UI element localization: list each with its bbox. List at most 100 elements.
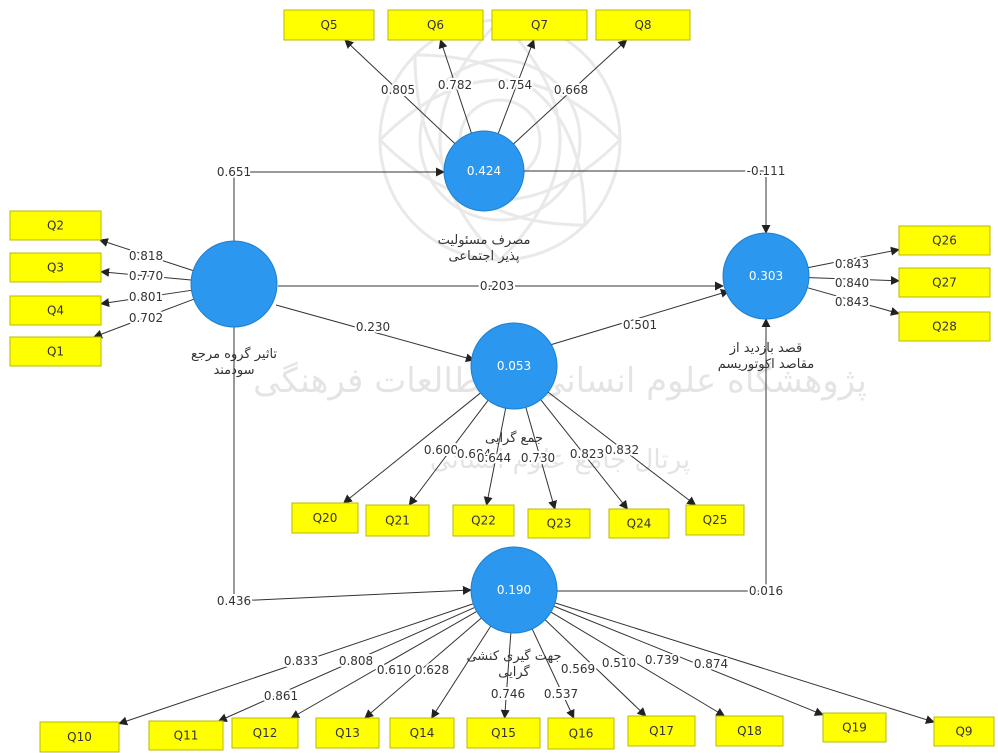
indicator-label: Q13 (335, 726, 360, 740)
loading-weight-q24: 0.823 (570, 447, 604, 461)
path-weight-ref-intent: 0.203 (480, 279, 514, 293)
path-arrow-ref-collect (275, 304, 475, 363)
indicator-q11: Q11 (148, 720, 224, 751)
loading-arrow-q26 (808, 246, 900, 269)
indicator-label: Q5 (320, 18, 337, 32)
indicator-q4: Q4 (9, 295, 102, 326)
construct-label-line: سودمند (213, 363, 254, 378)
path-weight-ref-collect: 0.230 (356, 320, 390, 334)
indicator-q26: Q26 (898, 225, 991, 256)
indicator-box (387, 9, 484, 41)
indicator-q18: Q18 (715, 715, 784, 747)
loading-weight-q8: 0.668 (554, 83, 588, 97)
loading-weight-q25: 0.832 (605, 443, 639, 457)
construct-label-line: مقاصد اکوتوریسم (718, 357, 815, 372)
indicator-box (608, 508, 670, 539)
indicator-q5: Q5 (283, 9, 375, 41)
indicator-box (283, 9, 375, 41)
loading-weight-q9: 0.874 (694, 657, 728, 671)
construct-circle (722, 232, 810, 320)
loading-arrow-q18 (550, 611, 726, 717)
loading-arrow-q4 (100, 289, 192, 308)
loading-arrow-q25 (547, 391, 697, 506)
loading-weight-q2: 0.818 (129, 249, 163, 263)
indicator-box (315, 717, 380, 749)
loading-arrow-q24 (540, 399, 629, 510)
indicator-q23: Q23 (527, 508, 591, 539)
loading-weight-q14: 0.628 (415, 663, 449, 677)
watermark-text-1: پژوهشگاه علوم انسانی و مطالعات فرهنگی (253, 361, 867, 401)
indicator-label: Q27 (932, 276, 957, 290)
loading-weight-q17: 0.569 (561, 662, 595, 676)
indicator-label: Q21 (385, 514, 410, 528)
path-weight-collect-intent: 0.501 (623, 318, 657, 332)
path-arrow-ref-action (233, 327, 472, 602)
watermark-ring-mid (418, 58, 582, 222)
indicator-label: Q8 (634, 18, 651, 32)
loading-arrow-q8 (513, 39, 628, 145)
watermark-petal-v (438, 17, 562, 263)
indicator-q1: Q1 (9, 336, 102, 367)
indicator-box (898, 267, 991, 298)
indicator-label: Q12 (253, 726, 278, 740)
indicator-q6: Q6 (387, 9, 484, 41)
loading-arrow-q10 (118, 603, 474, 726)
indicator-q25: Q25 (685, 504, 745, 536)
edges (93, 39, 935, 726)
construct-r2-value: 0.053 (497, 359, 531, 373)
loading-weight-q3: 0.770 (129, 269, 163, 283)
indicator-box (231, 717, 299, 749)
loading-weight-q15: 0.746 (491, 687, 525, 701)
indicator-label: Q15 (491, 726, 516, 740)
loading-arrow-q15 (500, 632, 512, 719)
loading-weight-q4: 0.801 (129, 290, 163, 304)
indicator-label: Q10 (67, 730, 92, 744)
watermark-text-2: پرتال جامع علوم انسانی (430, 445, 690, 475)
loading-weight-q28: 0.843 (835, 295, 869, 309)
indicator-label: Q3 (47, 261, 64, 275)
indicator-label: Q6 (427, 18, 444, 32)
indicator-box (452, 504, 515, 537)
loading-arrow-q1 (93, 298, 194, 339)
indicator-q16: Q16 (547, 717, 615, 750)
construct-circle (470, 546, 558, 634)
loading-weight-q16: 0.537 (544, 687, 578, 701)
loading-weight-q7: 0.754 (498, 78, 532, 92)
loading-arrow-q23 (525, 407, 557, 510)
loading-weight-q19: 0.739 (645, 653, 679, 667)
indicator-box (389, 717, 455, 749)
loading-arrow-q2 (98, 238, 194, 272)
loading-weight-q12: 0.808 (339, 654, 373, 668)
construct-circle (470, 322, 558, 410)
indicator-label: Q22 (471, 514, 496, 528)
indicator-q2: Q2 (9, 210, 102, 241)
loading-arrow-q28 (807, 287, 900, 316)
loading-weight-q26: 0.843 (835, 257, 869, 271)
loading-arrow-q14 (431, 625, 492, 719)
loading-weight-q1: 0.702 (129, 311, 163, 325)
indicator-q9: Q9 (933, 716, 995, 747)
loading-arrow-q13 (364, 617, 482, 719)
indicator-q14: Q14 (389, 717, 455, 749)
indicator-label: Q26 (932, 234, 957, 248)
watermark-petal-d (413, 53, 587, 227)
loading-arrow-q17 (544, 619, 647, 717)
path-weight-ref-action: 0.436 (217, 594, 251, 608)
construct-label-line: مصرف مسئولیت (438, 233, 531, 248)
indicator-box (898, 225, 991, 256)
indicator-label: Q7 (531, 18, 548, 32)
path-arrow-collect-intent (549, 289, 730, 346)
loading-weight-q21: 0.684 (457, 447, 491, 461)
indicator-label: Q9 (955, 725, 972, 739)
construct-label-line: جهت گیری کنشی (466, 648, 561, 664)
indicator-q7: Q7 (491, 9, 588, 41)
loading-weight-q10: 0.833 (284, 654, 318, 668)
indicator-q3: Q3 (9, 252, 102, 283)
loading-weight-q18: 0.510 (602, 656, 636, 670)
indicator-box (933, 716, 995, 747)
loading-arrow-q12 (290, 610, 477, 719)
indicator-q8: Q8 (595, 9, 691, 41)
